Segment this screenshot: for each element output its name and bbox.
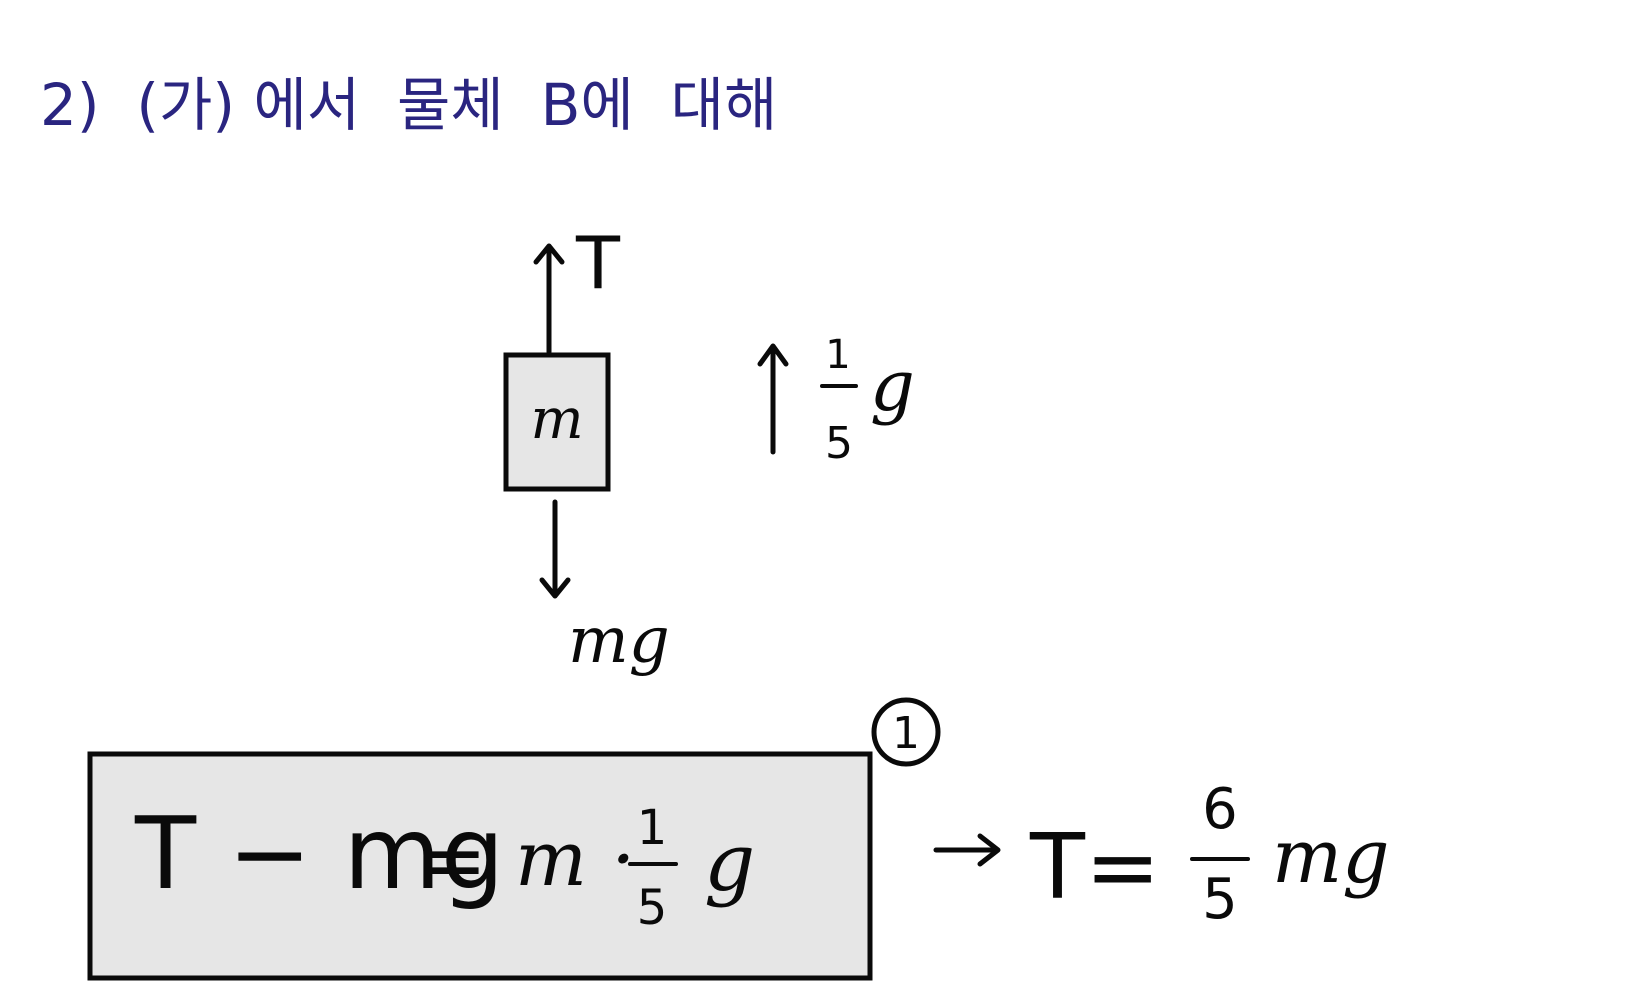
- tension-arrow: [533, 243, 565, 355]
- result-lhs: T=: [1029, 815, 1160, 920]
- weight-arrow: [539, 499, 571, 599]
- tension-label: T: [575, 221, 621, 305]
- equation-marker-circle: [871, 697, 941, 767]
- block-body: [503, 352, 611, 492]
- equation-rhs-mass: m ·: [515, 814, 635, 903]
- weight-label: mg: [568, 604, 670, 678]
- equation-lhs: T − mg: [134, 795, 504, 912]
- acceleration-denominator: 5: [825, 418, 853, 469]
- result-denominator: 5: [1202, 867, 1238, 932]
- acceleration-numerator: 1: [825, 332, 850, 378]
- acceleration-symbol: g: [870, 345, 915, 427]
- result-symbol: mg: [1272, 814, 1390, 900]
- equation-rhs-symbol: g: [704, 816, 755, 909]
- equation-equals: =: [420, 814, 487, 907]
- equation-marker: 1: [892, 708, 920, 759]
- block-mass-label: m: [530, 387, 583, 452]
- result-arrow: [933, 833, 1001, 867]
- equation-rhs-numerator: 1: [637, 800, 668, 856]
- heading-text: 2) (가) 에서 물체 B에 대해: [40, 71, 777, 139]
- equation-box: [87, 751, 873, 981]
- acceleration-arrow: [757, 343, 789, 455]
- equation-rhs-denominator: 5: [637, 880, 668, 936]
- result-numerator: 6: [1202, 777, 1238, 842]
